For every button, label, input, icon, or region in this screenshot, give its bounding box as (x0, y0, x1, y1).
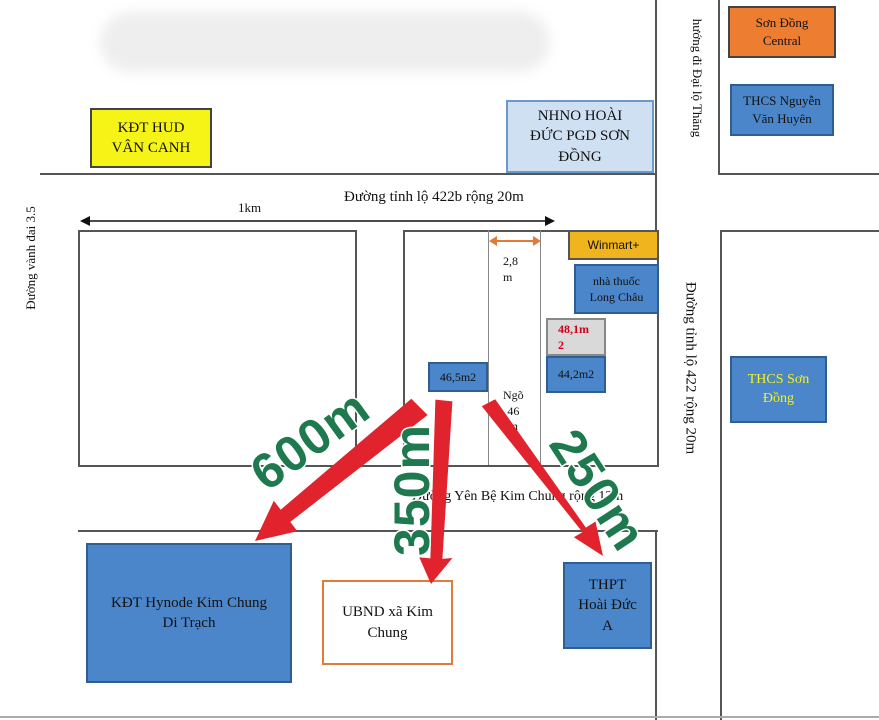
winmart-box: Winmart+ (568, 230, 659, 260)
lot-44-2-box: 44,2m2 (546, 356, 606, 393)
block-left-edge (78, 230, 80, 466)
distance-350m-label: 350m (383, 423, 442, 558)
right-block-top (720, 230, 879, 232)
right-road-left-edge (655, 0, 657, 230)
block-b-left-edge (403, 230, 405, 466)
ubnd-kim-chung-box: UBND xã Kim Chung (322, 580, 453, 665)
top-right-block-bottom (718, 173, 879, 175)
alley-width-arrow (489, 236, 541, 246)
kdt-hynode-kim-chung-box: KĐT Hynode Kim Chung Di Trạch (86, 543, 292, 683)
alley-right-edge (540, 230, 541, 466)
thcs-son-dong-box: THCS Sơn Đồng (730, 356, 827, 423)
yen-be-bottom-edge (78, 530, 658, 532)
right-block-left (720, 230, 722, 720)
long-chau-pharmacy-box: nhà thuốc Long Châu (574, 264, 659, 314)
one-km-label: 1km (238, 200, 262, 215)
one-km-dimension-arrow (80, 216, 555, 226)
bottom-right-road-edge (655, 530, 657, 720)
block-bottom-edge (78, 465, 659, 467)
alley-left-edge (488, 230, 489, 466)
yen-be-road-label: Đường Yên Bệ Kim Chung rộng 12m (412, 489, 624, 504)
block-right-edge (657, 230, 659, 466)
alley-width-label: 2,8 m (503, 254, 518, 284)
arrow-250m (481, 399, 603, 556)
road-422b-label: Đường tỉnh lộ 422b rộng 20m (344, 189, 524, 205)
nhno-hoai-duc-box: NHNO HOÀI ĐỨC PGD SƠN ĐỒNG (506, 100, 654, 173)
thcs-nguyen-van-huyen-box: THCS Nguyễn Văn Huyên (730, 84, 834, 136)
block-a-right-edge (355, 230, 357, 466)
road-422b-top-edge (40, 173, 655, 175)
kdt-hud-van-canh-box: KĐT HUD VÂN CANH (90, 108, 212, 168)
blurred-area (100, 12, 550, 72)
arrow-600m (255, 398, 428, 541)
bottom-page-edge (0, 716, 879, 718)
right-road-right-edge (718, 0, 720, 175)
arrow-350m (419, 399, 453, 584)
block-top-edge-a (78, 230, 356, 232)
lot-46-5-box: 46,5m2 (428, 362, 488, 392)
son-dong-central-box: Sơn Đồng Central (728, 6, 836, 58)
thpt-hoai-duc-a-box: THPT Hoài Đức A (563, 562, 652, 649)
lot-48-1-box: 48,1m 2 (546, 318, 606, 356)
